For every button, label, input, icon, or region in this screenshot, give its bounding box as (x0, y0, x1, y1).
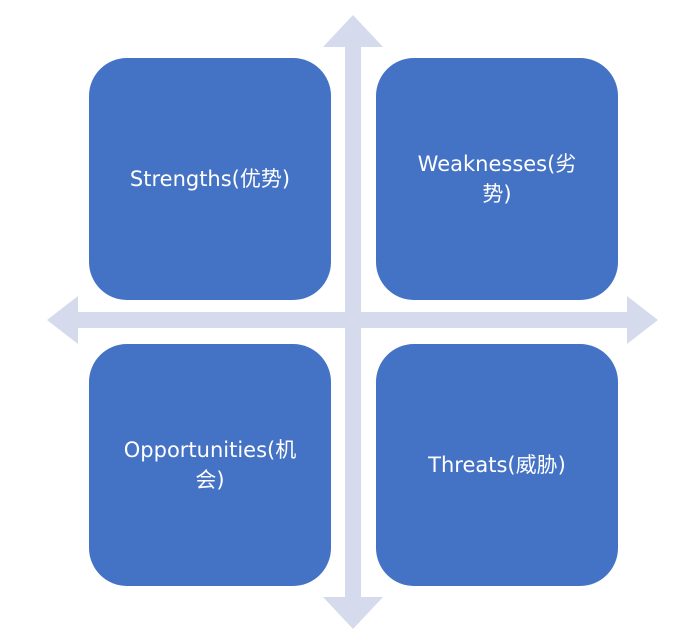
threats-label: Threats(威胁) (428, 453, 566, 477)
weaknesses-label: Weaknesses(劣势) (417, 152, 577, 206)
strengths-label: Strengths(优势) (129, 167, 291, 191)
opportunities-quadrant: Opportunities(机会) (89, 344, 331, 586)
weaknesses-quadrant: Weaknesses(劣势) (376, 58, 618, 300)
threats-quadrant: Threats(威胁) (376, 344, 618, 586)
opportunities-label: Opportunities(机会) (123, 438, 297, 492)
horizontal-double-arrow (47, 296, 658, 344)
strengths-quadrant: Strengths(优势) (89, 58, 331, 300)
